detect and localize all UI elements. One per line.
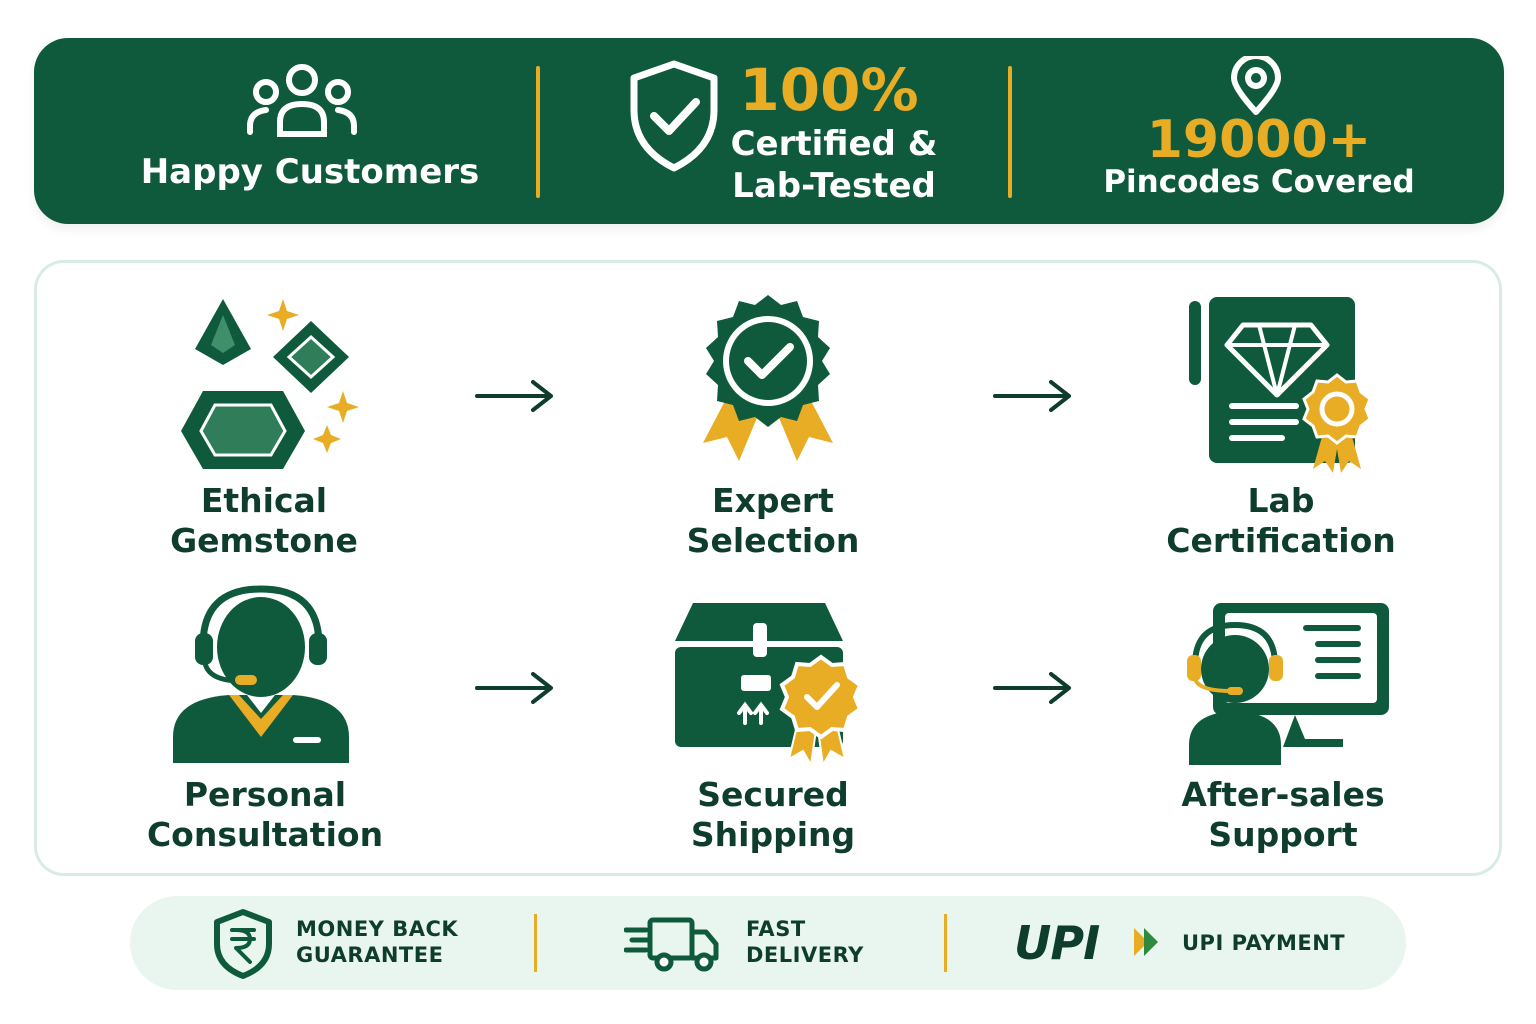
arrow-right-icon xyxy=(993,380,1071,412)
process-card: Ethical Gemstone Expert Selection xyxy=(34,260,1502,876)
upi-logo-icon: UPI xyxy=(1014,914,1164,970)
customers-icon xyxy=(247,64,357,137)
gemstones-icon xyxy=(181,299,359,469)
location-pin-icon xyxy=(1231,56,1281,115)
delivery-truck-icon xyxy=(624,917,719,972)
step-after-sales-support: After-sales Support xyxy=(1181,775,1385,854)
trust-divider xyxy=(944,914,947,972)
step-expert-selection: Expert Selection xyxy=(686,481,860,560)
upi-payment-label: UPI PAYMENT xyxy=(1182,931,1346,955)
certified-value: 100% xyxy=(739,56,919,124)
money-back-label: MONEY BACK GUARANTEE xyxy=(296,917,459,967)
step-ethical-gemstone: Ethical Gemstone xyxy=(170,481,358,560)
support-agent-icon xyxy=(173,585,349,763)
secure-box-icon xyxy=(675,603,863,767)
arrow-right-icon xyxy=(475,672,553,704)
trust-bar: MONEY BACK GUARANTEE FAST DELIVERY UPI U… xyxy=(130,896,1406,990)
lab-certificate-icon xyxy=(1189,297,1372,473)
pincodes-label: Pincodes Covered xyxy=(1103,164,1415,200)
award-badge-icon xyxy=(703,295,833,461)
pincodes-value: 19000+ xyxy=(1146,110,1372,170)
happy-customers-label: Happy Customers xyxy=(140,152,480,192)
upi-arrow-icon xyxy=(1134,928,1158,956)
shield-check-icon xyxy=(630,60,718,172)
arrow-right-icon xyxy=(475,380,553,412)
certified-line2: Lab-Tested xyxy=(732,166,936,206)
after-sales-support-icon xyxy=(1187,603,1389,765)
trust-divider xyxy=(534,914,537,972)
step-personal-consultation: Personal Consultation xyxy=(146,775,384,854)
banner-divider xyxy=(1008,66,1012,198)
certified-line1: Certified & xyxy=(730,124,938,164)
rupee-shield-icon xyxy=(214,909,272,979)
step-lab-certification: Lab Certification xyxy=(1166,481,1396,560)
arrow-right-icon xyxy=(993,672,1071,704)
fast-delivery-label: FAST DELIVERY xyxy=(746,917,864,967)
stats-banner: Happy Customers 100% Certified & Lab-Tes… xyxy=(34,38,1504,224)
step-secured-shipping: Secured Shipping xyxy=(690,775,856,854)
banner-divider xyxy=(536,66,540,198)
